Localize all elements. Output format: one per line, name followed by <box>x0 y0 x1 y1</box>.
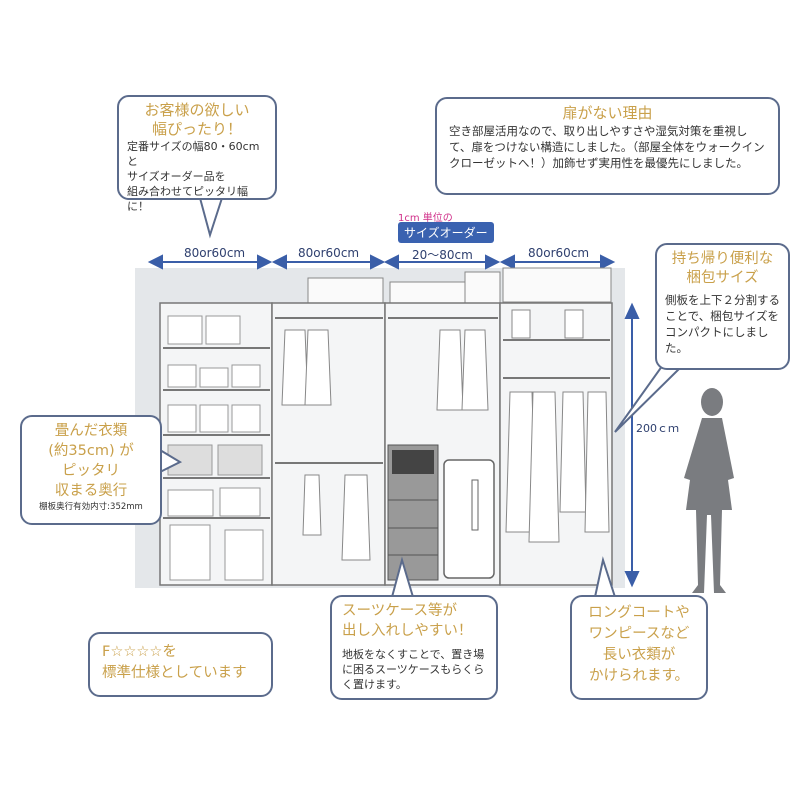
callout-f-star: F☆☆☆☆を 標準仕様としています <box>88 632 273 697</box>
height-arrow <box>624 302 640 588</box>
callout-body: 地板をなくすことで、置き場に困るスーツケースもらくらく置けます。 <box>342 648 485 691</box>
callout-title: 持ち帰り便利な 梱包サイズ <box>671 251 774 286</box>
storage-boxes-top <box>307 267 612 305</box>
width-arrows <box>147 254 616 270</box>
suitcase <box>443 459 495 579</box>
height-label: 200ｃｍ <box>636 422 679 435</box>
callout-long-coat: ロングコートや ワンピースなど 長い衣類が かけられます。 <box>570 595 708 700</box>
callout-title: 畳んだ衣類 (約35cm) が ピッタリ 収まる奥行 <box>48 423 134 499</box>
callout-body: 定番サイズの幅80・60cmと サイズオーダー品を 組み合わせてピッタリ幅に！ <box>127 140 260 213</box>
callout-title: お客様の欲しい 幅ぴったり！ <box>144 101 250 138</box>
callout-title: ロングコートや ワンピースなど 長い衣類が かけられます。 <box>588 605 690 684</box>
width-label-unit4: 80or60cm <box>528 246 590 260</box>
callout-no-door: 扉がない理由 空き部屋活用なので、取り出しやすさや湿気対策を重視して、扉をつけな… <box>435 97 780 195</box>
width-label-unit1: 80or60cm <box>184 246 246 260</box>
person-silhouette <box>684 388 734 593</box>
width-label-unit2: 80or60cm <box>298 246 360 260</box>
callout-packaging: 持ち帰り便利な 梱包サイズ 側板を上下２分割することで、梱包サイズをコンパクトに… <box>655 243 790 370</box>
callout-suitcase: スーツケース等が 出し入れしやすい！ 地板をなくすことで、置き場に困るスーツケー… <box>330 595 498 700</box>
size-order-badge: サイズオーダー <box>398 222 494 243</box>
callout-body: 側板を上下２分割することで、梱包サイズをコンパクトにしました。 <box>665 293 780 355</box>
callout-width-fit: お客様の欲しい 幅ぴったり！ 定番サイズの幅80・60cmと サイズオーダー品を… <box>117 95 277 213</box>
callout-body: 空き部屋活用なので、取り出しやすさや湿気対策を重視して、扉をつけない構造にしまし… <box>449 124 765 170</box>
callout-note: 棚板奥行有効内寸:352mm <box>39 502 143 512</box>
folded-clothes <box>167 315 264 581</box>
hanging-clothes <box>281 309 610 561</box>
callout-title: 扉がない理由 <box>562 104 653 122</box>
order-note: 1cm 単位の <box>398 213 453 224</box>
callout-title: スーツケース等が 出し入れしやすい！ <box>342 603 473 639</box>
width-label-unit3: 20〜80cm <box>412 248 473 262</box>
callout-depth: 畳んだ衣類 (約35cm) が ピッタリ 収まる奥行 棚板奥行有効内寸:352m… <box>20 415 162 525</box>
drawer-chest <box>387 444 439 581</box>
callout-tails <box>159 197 681 598</box>
callout-title: F☆☆☆☆を 標準仕様としています <box>102 644 247 681</box>
shelves <box>163 317 610 519</box>
